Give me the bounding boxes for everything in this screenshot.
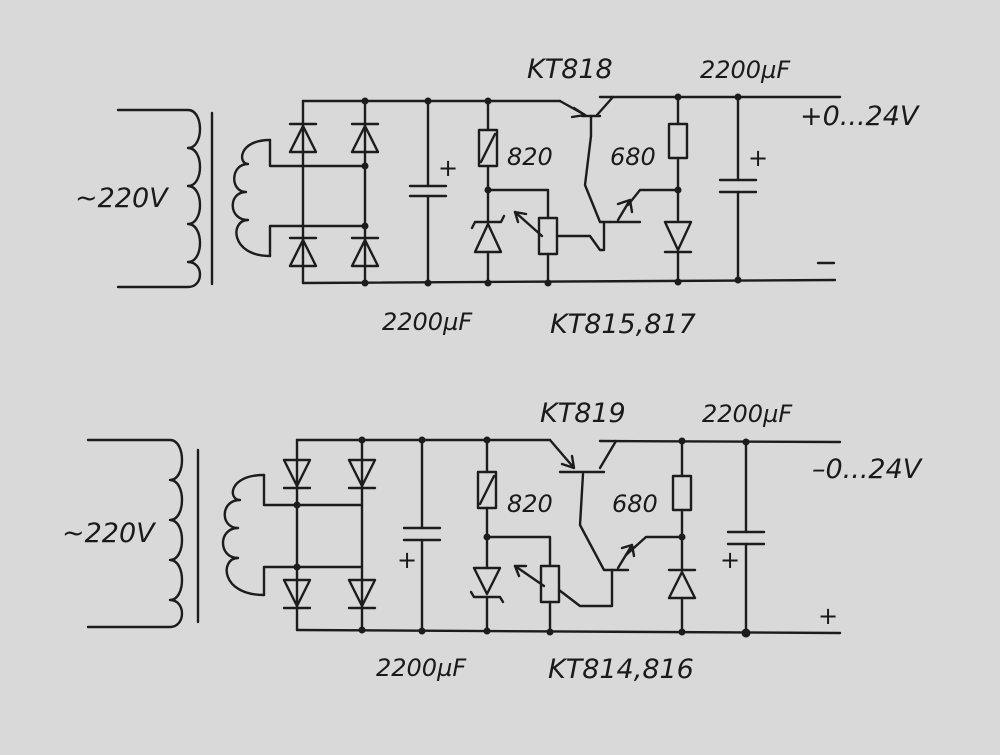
top-input-label: ~220V (75, 183, 170, 214)
top-circuit: ~220V KT818 2200µF +0...24V + + 820 680 … (75, 54, 921, 340)
top-cap-out-label: 2200µF (700, 56, 791, 84)
top-sec-wire-b (268, 224, 302, 258)
bottom-r1-label: 820 (507, 490, 553, 518)
bottom-transistor-kt819 (548, 438, 618, 572)
bottom-plus-c1: + (397, 546, 417, 574)
bottom-potentiometer (539, 564, 561, 604)
top-pot-wiper-arrow (513, 210, 544, 238)
top-output-label: +0...24V (800, 101, 921, 132)
bottom-plus-c2: + (720, 546, 740, 574)
bottom-cap-in-label: 2200µF (376, 654, 467, 682)
bottom-diode-d5 (667, 568, 697, 600)
bottom-sec-wire-a (262, 473, 299, 507)
bottom-sec-wire-b (262, 565, 299, 597)
bottom-plus-rail: + (818, 602, 838, 630)
bottom-rail-out (598, 439, 842, 444)
bottom-output-label: –0...24V (812, 454, 924, 485)
bottom-bridge-diode (282, 578, 312, 610)
bottom-resistor-r2 (671, 474, 693, 512)
top-plus-c1: + (438, 154, 458, 182)
bottom-bridge-diode (282, 458, 312, 490)
top-diode-d5 (663, 220, 693, 254)
top-r2-label: 680 (610, 143, 656, 171)
bottom-input-label: ~220V (62, 518, 157, 549)
top-bridge-diode (288, 236, 318, 268)
bottom-r2-label: 680 (612, 490, 658, 518)
top-resistor-r2 (667, 122, 689, 160)
bottom-rail-bottom (295, 628, 842, 635)
top-sec-wire-a (268, 138, 302, 168)
bottom-transistor-label: KT819 (540, 398, 626, 429)
bottom-transistor-kt814 (557, 535, 684, 608)
bottom-transistor2-label: KT814,816 (548, 654, 694, 685)
top-r1-label: 820 (507, 143, 553, 171)
top-transistor-kt815 (555, 188, 680, 252)
bottom-pot-wiper-arrow (513, 564, 546, 588)
top-transistor-label: KT818 (527, 54, 613, 85)
bottom-transformer-secondary (221, 473, 266, 597)
top-bridge-diode (350, 236, 380, 268)
top-bridge-diode (288, 122, 318, 154)
bottom-bridge-diode (347, 458, 377, 490)
top-transformer-secondary (231, 138, 272, 258)
bottom-transformer-primary (86, 438, 184, 629)
top-plus-c2: + (748, 144, 768, 172)
bottom-cap-out-label: 2200µF (702, 400, 793, 428)
bottom-circuit: ~220V KT819 2200µF –0...24V + + + 820 68… (62, 398, 924, 685)
top-bridge-diode (350, 122, 380, 154)
top-transistor2-label: KT815,817 (550, 309, 696, 340)
top-transistor-kt818 (558, 95, 615, 224)
top-rail-minus (301, 278, 837, 285)
top-cap-in-label: 2200µF (382, 308, 473, 336)
bottom-bridge-diode (347, 578, 377, 610)
top-zener-diode (470, 214, 506, 254)
top-transformer-primary (116, 108, 202, 289)
